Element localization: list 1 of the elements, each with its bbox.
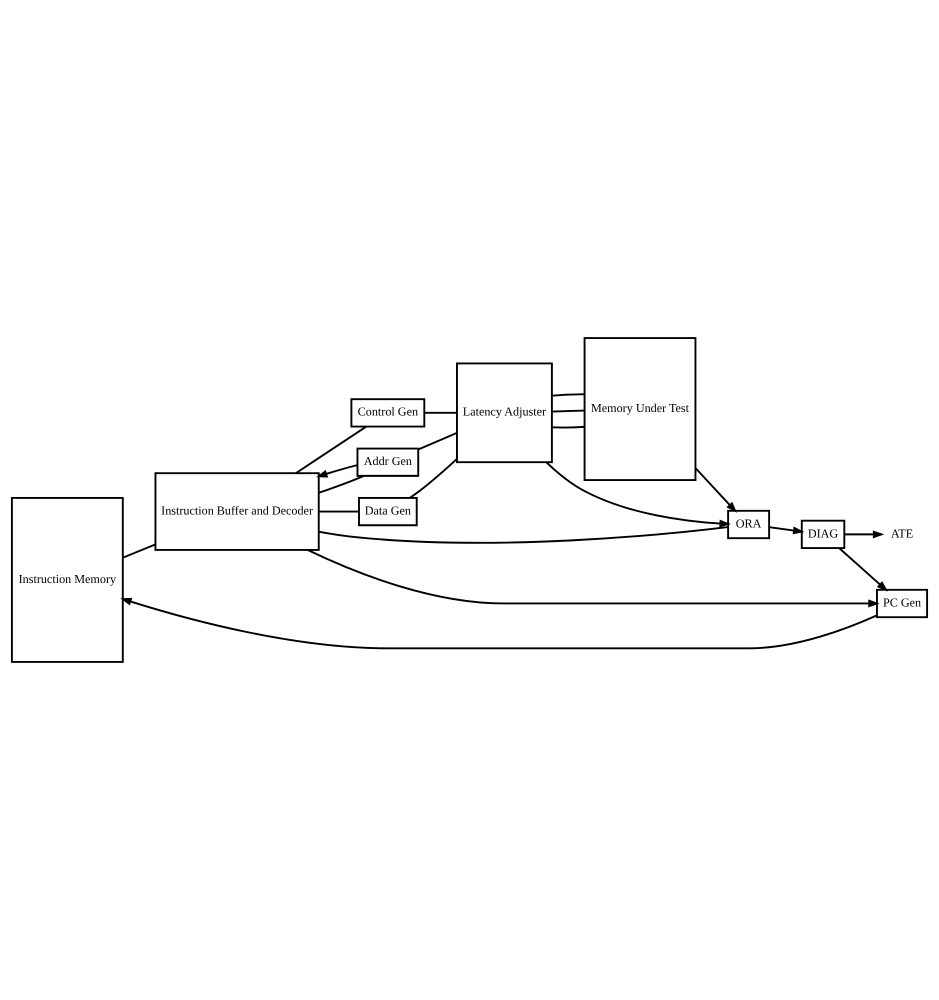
node-text: ATE [890,526,914,540]
